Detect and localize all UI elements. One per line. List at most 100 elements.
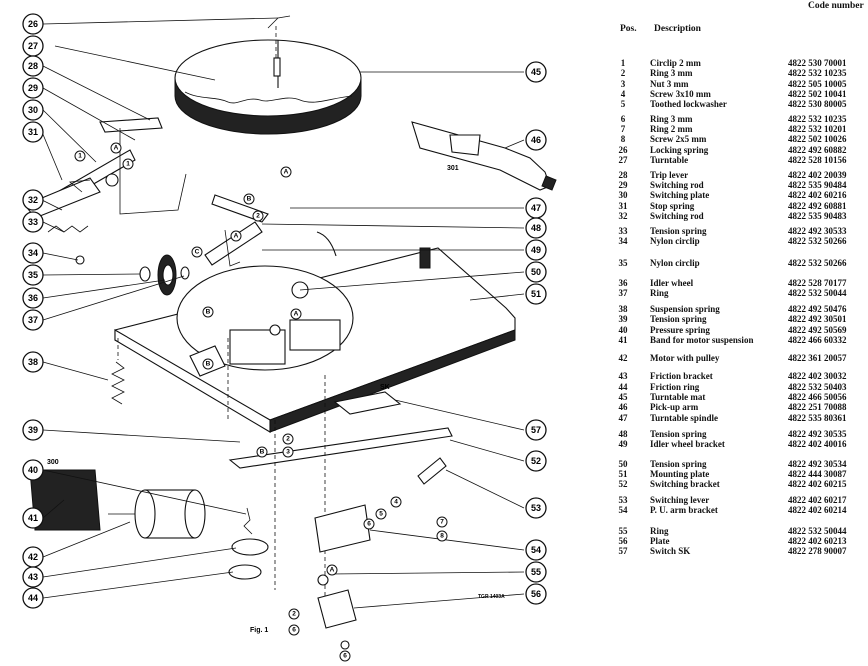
pos-header: Pos.	[620, 24, 637, 34]
marker-2: 2	[282, 433, 294, 445]
marker-6: 6	[339, 650, 351, 662]
row-code: 4822 532 10235	[788, 114, 847, 124]
callout-49: 49	[525, 239, 547, 261]
row-pos: 53	[618, 495, 628, 505]
row-desc: Toothed lockwasher	[650, 99, 727, 109]
marker-A: A	[110, 142, 122, 154]
row-code: 4822 528 70177	[788, 278, 847, 288]
motor-assy	[29, 469, 206, 539]
row-desc: Turntable spindle	[650, 413, 718, 423]
marker-B: B	[202, 358, 214, 370]
svg-text:54: 54	[531, 545, 541, 555]
exploded-diagram: 26 27 28 29 30 31 32 33 34 35 36 37 38 3…	[22, 13, 557, 662]
row-pos: 39	[618, 314, 628, 324]
svg-text:2: 2	[286, 436, 290, 443]
callout-37: 37	[22, 309, 44, 331]
row-desc: Nylon circlip	[650, 258, 700, 268]
svg-text:36: 36	[28, 293, 38, 303]
row-code: 4822 466 50056	[788, 392, 847, 402]
row-code: 4822 502 10041	[788, 89, 847, 99]
callout-44: 44	[22, 587, 44, 609]
row-code: 4822 402 60216	[788, 190, 847, 200]
svg-text:49: 49	[531, 245, 541, 255]
callout-26: 26	[22, 13, 44, 35]
row-code: 4822 492 30501	[788, 314, 847, 324]
callout-29: 29	[22, 77, 44, 99]
marker-B: B	[202, 306, 214, 318]
svg-text:28: 28	[28, 61, 38, 71]
callout-57: 57	[525, 419, 547, 441]
svg-text:A: A	[330, 567, 335, 574]
svg-text:6: 6	[367, 521, 371, 528]
svg-text:6: 6	[292, 627, 296, 634]
callout-53: 53	[525, 497, 547, 519]
svg-text:3: 3	[286, 449, 290, 456]
callout-38: 38	[22, 351, 44, 373]
row-desc: Screw 2x5 mm	[650, 134, 707, 144]
row-pos: 27	[618, 155, 628, 165]
table-row: 39 Tension spring 4822 492 30501	[608, 314, 868, 324]
row-desc: Nut 3 mm	[650, 79, 689, 89]
svg-text:1: 1	[126, 161, 130, 168]
row-code: 4822 505 10005	[788, 79, 847, 89]
row-code: 4822 466 60332	[788, 335, 847, 345]
row-pos: 4	[620, 89, 626, 99]
sk-label: SK	[380, 384, 390, 391]
marker-B: B	[243, 193, 255, 205]
row-pos: 29	[618, 180, 628, 190]
row-desc: Mounting plate	[650, 469, 710, 479]
svg-text:48: 48	[531, 223, 541, 233]
row-code: 4822 251 70088	[788, 402, 847, 412]
figure-label: Fig. 1	[250, 627, 268, 634]
svg-text:2: 2	[256, 213, 260, 220]
row-code: 4822 402 60215	[788, 479, 847, 489]
row-code: 4822 532 10201	[788, 124, 847, 134]
row-desc: Ring 2 mm	[650, 124, 693, 134]
row-code: 4822 402 60217	[788, 495, 847, 505]
marker-B: B	[256, 446, 268, 458]
callout-54: 54	[525, 539, 547, 561]
row-desc: Turntable mat	[650, 392, 706, 402]
idler-bracket	[204, 194, 269, 267]
svg-text:40: 40	[28, 465, 38, 475]
svg-text:5: 5	[379, 511, 383, 518]
row-desc: Tension spring	[650, 314, 707, 324]
row-code: 4822 492 60882	[788, 145, 847, 155]
row-code: 4822 532 50044	[788, 288, 847, 298]
row-code: 4822 492 30533	[788, 226, 847, 236]
row-code: 4822 528 10156	[788, 155, 847, 165]
row-desc: Switching rod	[650, 211, 704, 221]
row-code: 4822 535 80361	[788, 413, 847, 423]
marker-1: 1	[122, 158, 134, 170]
row-code: 4822 402 30032	[788, 371, 847, 381]
callout-45: 45	[525, 61, 547, 83]
row-desc: Motor with pulley	[650, 353, 720, 363]
callout-27: 27	[22, 35, 44, 57]
row-desc: P. U. arm bracket	[650, 505, 718, 515]
row-pos: 40	[618, 325, 628, 335]
svg-text:29: 29	[28, 83, 38, 93]
row-pos: 6	[620, 114, 626, 124]
row-desc: Ring 3 mm	[650, 68, 693, 78]
idler-wheel-assy	[139, 254, 190, 296]
row-desc: Ring	[650, 288, 669, 298]
svg-text:38: 38	[28, 357, 38, 367]
svg-text:50: 50	[531, 267, 541, 277]
row-desc: Circlip 2 mm	[650, 58, 701, 68]
svg-text:B: B	[206, 361, 211, 368]
row-code: 4822 361 20057	[788, 353, 847, 363]
row-code: 4822 532 50403	[788, 382, 847, 392]
